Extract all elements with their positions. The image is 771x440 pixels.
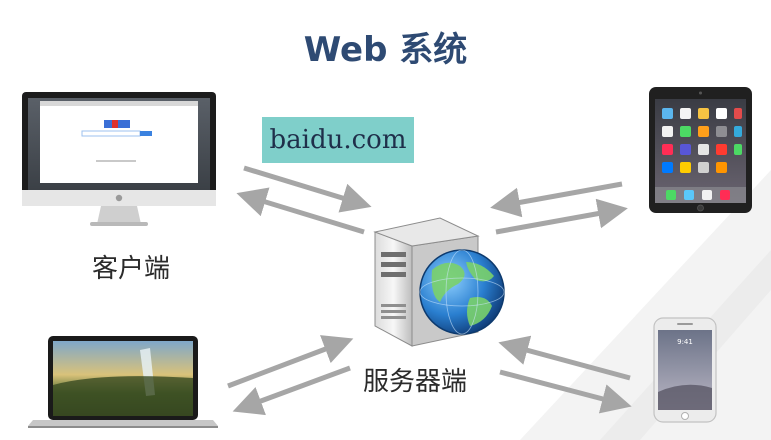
arrows xyxy=(227,165,632,416)
arrow-tablet-to-server xyxy=(490,181,623,218)
globe-icon xyxy=(419,249,505,335)
smartphone-icon: 9:41 xyxy=(653,317,717,423)
desktop-computer-icon xyxy=(22,92,216,226)
arrow-server-to-client xyxy=(236,187,365,235)
server-label: 服务器端 xyxy=(363,367,468,397)
laptop-computer-icon xyxy=(28,336,218,428)
arrow-server-to-laptop xyxy=(232,365,351,416)
client-label: 客户端 xyxy=(92,254,171,284)
svg-text:9:41: 9:41 xyxy=(677,338,693,346)
url-box: baidu.com xyxy=(262,117,414,163)
tablet-icon xyxy=(649,87,752,213)
arrow-server-to-tablet xyxy=(495,198,628,235)
arrow-client-to-server xyxy=(243,165,372,213)
arrow-server-to-phone xyxy=(499,369,632,414)
page-title: Web 系统 xyxy=(303,30,468,70)
arrow-phone-to-server xyxy=(498,335,631,381)
arrow-laptop-to-server xyxy=(227,335,354,389)
